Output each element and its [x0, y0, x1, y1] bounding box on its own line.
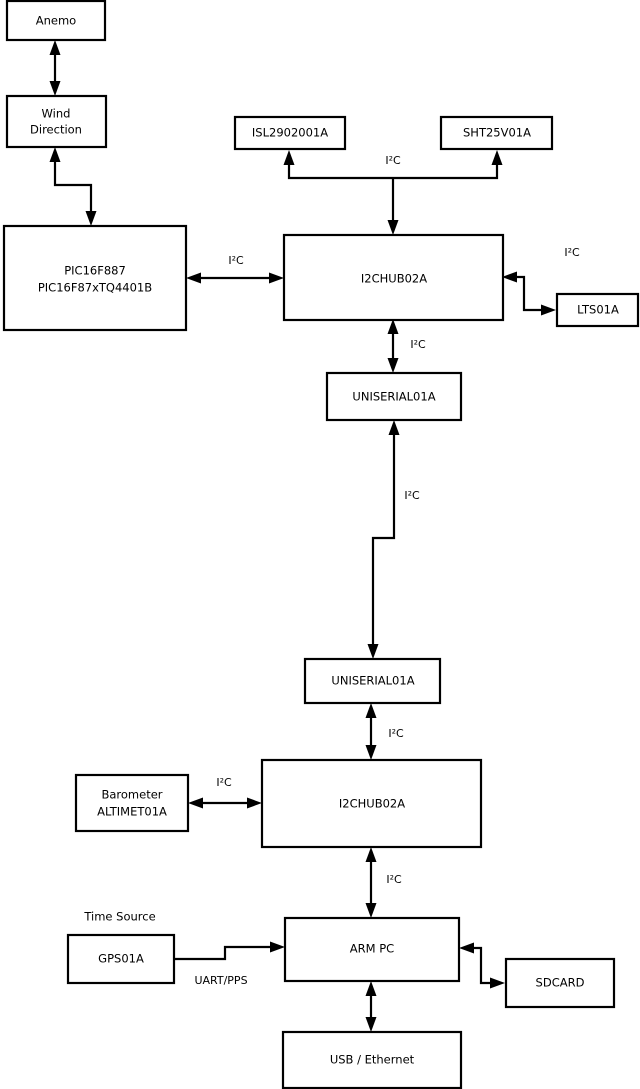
arrowhead-up	[365, 703, 377, 718]
node-arm-pc-box[interactable]	[283, 916, 461, 983]
arrowhead-up	[387, 319, 399, 334]
node-pic16f887-box[interactable]	[2, 224, 188, 332]
arrowhead-down	[365, 903, 377, 918]
time-source-label: Time Source	[83, 910, 155, 924]
node-isl2902001a-box[interactable]	[233, 115, 347, 151]
connector-anemo-wind	[49, 40, 61, 96]
node-uniserial01a-bottom-box[interactable]	[303, 657, 442, 705]
node-arm-pc-label: ARM PC	[350, 942, 394, 956]
connector-gps-armpc: UART/PPS	[174, 941, 285, 987]
node-wind-direction[interactable]: Wind Direction	[5, 94, 108, 149]
node-anemo-label: Anemo	[36, 14, 76, 28]
arrowhead-right	[247, 797, 262, 809]
node-pic16f887-label-line1: PIC16F887	[64, 264, 126, 278]
node-wind-direction-box[interactable]	[5, 94, 108, 149]
node-i2chub02a-bottom-box[interactable]	[260, 758, 483, 849]
arrowhead-down	[85, 211, 97, 226]
node-uniserial01a-bottom-label: UNISERIAL01A	[331, 674, 414, 688]
connector-barometer-hubbot: I²C	[188, 776, 262, 809]
node-lts01a-label: LTS01A	[577, 303, 619, 317]
connector-armpc-usbeth	[365, 981, 377, 1032]
connector-unibottom-hubbot: I²C	[365, 703, 404, 760]
arrowhead-up	[49, 147, 61, 162]
arrowhead-down-hub	[387, 220, 399, 235]
connector-hubtop-lts: I²C	[502, 246, 580, 316]
edge-label-barometer-hubbot: I²C	[216, 776, 232, 789]
node-gps01a-label: GPS01A	[98, 952, 144, 966]
connector-hubtop-unitop: I²C	[387, 319, 426, 373]
edge-label-gps-armpc: UART/PPS	[194, 974, 247, 987]
node-wind-direction-label-line1: Wind	[42, 107, 71, 121]
node-uniserial01a-top[interactable]: UNISERIAL01A	[325, 371, 463, 422]
node-barometer-label-line2: ALTIMET01A	[97, 805, 167, 819]
edge-label-pic-hubtop: I²C	[228, 254, 244, 267]
node-sdcard-label: SDCARD	[536, 976, 585, 990]
connector-wind-pic	[49, 147, 97, 226]
arrowhead-left-hub	[502, 271, 517, 283]
node-i2chub02a-bottom-label: I2CHUB02A	[339, 797, 405, 811]
node-lts01a-box[interactable]	[555, 292, 640, 328]
edge-label-hubtop-unitop: I²C	[410, 338, 426, 351]
connector-pic-hubtop: I²C	[186, 254, 284, 284]
arrowhead-up-sht	[491, 150, 503, 165]
node-usb-ethernet[interactable]: USB / Ethernet	[281, 1030, 463, 1089]
node-i2chub02a-top-box[interactable]	[282, 233, 505, 322]
arrowhead-up	[388, 420, 400, 435]
arrowhead-up-isl	[283, 150, 295, 165]
arrowhead-left	[188, 797, 203, 809]
arrowhead-right	[270, 941, 285, 953]
arrowhead-up	[365, 981, 377, 996]
edge-label-unibottom-hubbot: I²C	[388, 727, 404, 740]
node-anemo[interactable]: Anemo	[5, 0, 107, 42]
arrowhead-down	[367, 644, 379, 659]
node-isl2902001a[interactable]: ISL2902001A	[233, 115, 347, 151]
arrowhead-down	[365, 745, 377, 760]
node-gps01a[interactable]: GPS01A	[66, 933, 176, 985]
arrowhead-down	[365, 1017, 377, 1032]
node-arm-pc[interactable]: ARM PC	[283, 916, 461, 983]
node-wind-direction-label-line2: Direction	[30, 123, 82, 137]
edge-label-unitop-unibottom: I²C	[404, 489, 420, 502]
node-sht25v01a[interactable]: SHT25V01A	[439, 115, 554, 151]
node-sht25v01a-label: SHT25V01A	[463, 126, 531, 140]
node-sht25v01a-box[interactable]	[439, 115, 554, 151]
node-pic16f887-label-line2: PIC16F87xTQ4401B	[38, 281, 152, 295]
arrowhead-up	[365, 847, 377, 862]
arrowhead-down	[387, 358, 399, 373]
node-usb-ethernet-box[interactable]	[281, 1030, 463, 1089]
arrowhead-left-armpc	[459, 942, 474, 954]
arrowhead-up	[49, 40, 61, 55]
connector-armpc-sdcard	[459, 942, 505, 989]
arrowhead-right	[269, 272, 284, 284]
node-i2chub02a-top-label: I2CHUB02A	[361, 272, 427, 286]
node-i2chub02a-bottom[interactable]: I2CHUB02A	[260, 758, 483, 849]
node-sdcard[interactable]: SDCARD	[504, 957, 616, 1009]
node-uniserial01a-top-label: UNISERIAL01A	[352, 390, 435, 404]
arrowhead-right-sdcard	[490, 977, 505, 989]
edge-label-hubtop-sensors: I²C	[385, 154, 401, 167]
arrowhead-left	[186, 272, 201, 284]
node-gps01a-box[interactable]	[66, 933, 176, 985]
node-uniserial01a-top-box[interactable]	[325, 371, 463, 422]
node-barometer[interactable]: Barometer ALTIMET01A	[74, 773, 190, 833]
connector-unitop-unibottom: I²C	[367, 420, 420, 659]
node-sdcard-box[interactable]	[504, 957, 616, 1009]
arrowhead-down	[49, 81, 61, 96]
node-usb-ethernet-label: USB / Ethernet	[330, 1053, 415, 1067]
node-anemo-box[interactable]	[5, 0, 107, 42]
node-barometer-box[interactable]	[74, 773, 190, 833]
edge-label-hubtop-lts: I²C	[564, 246, 580, 259]
edge-label-hubbot-armpc: I²C	[386, 873, 402, 886]
connector-hubbot-armpc: I²C	[365, 847, 402, 918]
node-pic16f887[interactable]: PIC16F887 PIC16F87xTQ4401B	[2, 224, 188, 332]
connector-hubtop-sensors: I²C	[283, 150, 503, 235]
node-uniserial01a-bottom[interactable]: UNISERIAL01A	[303, 657, 442, 705]
node-barometer-label-line1: Barometer	[101, 788, 162, 802]
arrowhead-right-lts	[541, 304, 556, 316]
node-i2chub02a-top[interactable]: I2CHUB02A	[282, 233, 505, 322]
node-isl2902001a-label: ISL2902001A	[252, 126, 328, 140]
node-lts01a[interactable]: LTS01A	[555, 292, 640, 328]
